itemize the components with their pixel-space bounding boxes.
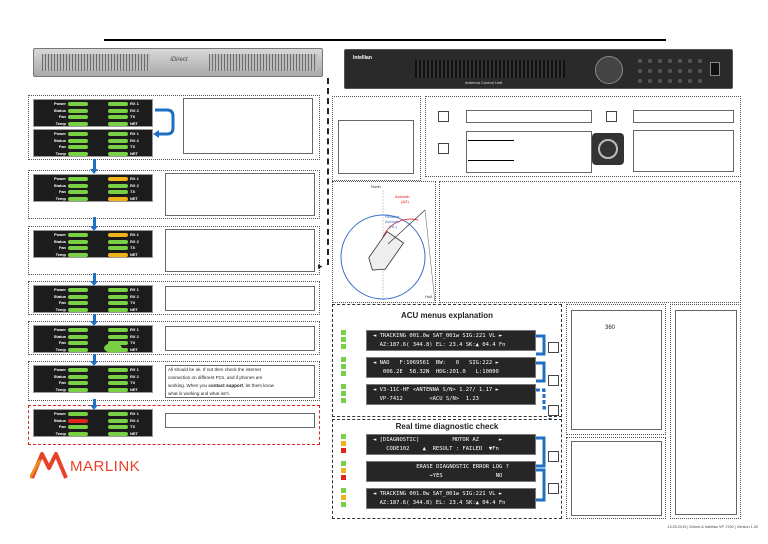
antenna-diagram-frame xyxy=(332,181,436,303)
acu-square-3 xyxy=(548,405,559,416)
right-box-360: 360 xyxy=(571,310,662,430)
status-note-box xyxy=(165,286,315,311)
status-note-box xyxy=(165,326,315,351)
footer-text: 13.03.2019 | iDirect & Intellian VP-7200… xyxy=(667,525,758,529)
status-note-box xyxy=(183,98,313,154)
diag-arrows xyxy=(536,436,546,502)
svg-text:Hull: Hull xyxy=(425,294,432,299)
flow-arrow-down xyxy=(93,399,96,407)
far-right-box xyxy=(675,310,737,515)
acu-lcd-3: ◄ V3-11C-HF <ANTENNA S/N> 1.27/ 1.17 ► V… xyxy=(366,384,536,405)
label-box-2 xyxy=(466,131,592,173)
diag-leds-3 xyxy=(341,488,346,509)
acu-brand: Intellian xyxy=(353,55,372,61)
connector-vertical xyxy=(327,78,329,265)
fan-activity-burst xyxy=(102,342,124,354)
acu-menus-title: ACU menus explanation xyxy=(400,311,493,320)
dpad-icon xyxy=(592,133,624,165)
acu-leds-2 xyxy=(341,357,346,378)
status-group-frame xyxy=(28,405,320,445)
loop-arrow xyxy=(153,108,175,138)
flow-arrowhead xyxy=(90,361,98,366)
right-box-label: 360 xyxy=(605,325,616,331)
connector-arrow: ▸ xyxy=(318,261,323,271)
antenna-diagram: North Azimuth (AZ) Relative Azimuth (RL)… xyxy=(340,184,435,302)
svg-text:(RL): (RL) xyxy=(389,224,397,229)
acu-center-label: Antenna Control Unit xyxy=(465,80,503,85)
svg-text:Azimuth: Azimuth xyxy=(395,194,409,199)
diag-lcd-3: ◄ TRACKING 001.0w SAT_001w SIG:221 VL ► … xyxy=(366,488,536,509)
label-box-3 xyxy=(633,110,734,123)
status-group-frame xyxy=(28,281,320,315)
flow-arrow-down xyxy=(93,354,96,363)
acu-lcd-1: ◄ TRACKING 001.0w SAT_001w SIG:221 VL ► … xyxy=(366,330,536,351)
status-group-frame xyxy=(28,170,320,219)
checkbox-2 xyxy=(438,143,449,154)
acu-status-box xyxy=(338,120,414,174)
flow-arrow-down xyxy=(93,314,96,323)
idirect-modem-image: iDirect xyxy=(33,48,323,77)
marlink-logo: MARLINK xyxy=(30,450,150,480)
right-box-360-frame xyxy=(566,304,666,435)
flow-arrowhead xyxy=(90,226,98,231)
flow-arrow-down xyxy=(93,217,96,228)
checkbox-3 xyxy=(606,111,617,122)
acu-device-image: Intellian Antenna Control Unit xyxy=(344,49,733,89)
flow-arrowhead xyxy=(90,405,98,410)
acu-square-1 xyxy=(548,342,559,353)
diagram-north-label: North xyxy=(371,184,381,189)
flow-arrowhead xyxy=(90,169,98,174)
diag-square-2 xyxy=(548,483,559,494)
description-frame xyxy=(439,181,741,303)
flow-arrow-down xyxy=(93,159,96,171)
diag-lcd-1: ◄ [DIAGNOSTIC] MOTOR AZ ► CODE102 ▲ RESU… xyxy=(366,434,536,455)
status-ok-note: All should be ok. If not then check the … xyxy=(165,365,315,398)
status-group-frame xyxy=(28,321,320,355)
acu-leds-3 xyxy=(341,384,346,405)
acu-lcd-2: ◄ NAD F:1069561 BW: 0 SIG:222 ► 006.2E 5… xyxy=(366,357,536,378)
flow-arrowhead xyxy=(90,281,98,286)
acu-buttons-frame xyxy=(425,96,741,177)
acu-leds-1 xyxy=(341,330,346,351)
svg-text:Relative: Relative xyxy=(385,214,400,219)
right-box-2-frame xyxy=(566,437,666,519)
diagnostic-title: Real time diagnostic check xyxy=(395,422,499,431)
flow-arrow-down xyxy=(93,273,96,283)
diag-square-1 xyxy=(548,451,559,462)
flow-arrowhead xyxy=(90,321,98,326)
status-note-box xyxy=(165,229,315,272)
status-note-box xyxy=(165,173,315,216)
marlink-m-icon xyxy=(30,452,68,479)
label-box-4 xyxy=(633,130,734,172)
status-group-frame xyxy=(28,226,320,275)
far-right-frame xyxy=(670,304,741,519)
right-box-2 xyxy=(571,441,662,516)
status-note-box xyxy=(165,413,315,428)
acu-status-frame xyxy=(332,96,421,181)
diag-leds-1 xyxy=(341,434,346,455)
diag-lcd-2: ERASE DIAGNOSTIC ERROR LOG ? →YES NO xyxy=(366,461,536,482)
checkbox-1 xyxy=(438,111,449,122)
svg-text:Azimuth: Azimuth xyxy=(385,219,399,224)
acu-square-2 xyxy=(548,375,559,386)
status-group-frame xyxy=(28,95,320,160)
svg-text:(AZ): (AZ) xyxy=(401,199,409,204)
diag-leds-2 xyxy=(341,461,346,482)
status-group-frame xyxy=(28,361,320,401)
marlink-wordmark: MARLINK xyxy=(70,458,141,475)
label-box-1 xyxy=(466,110,592,123)
acu-menus-frame xyxy=(332,304,562,417)
header-rule xyxy=(104,39,666,41)
diagnostic-frame xyxy=(332,419,562,519)
